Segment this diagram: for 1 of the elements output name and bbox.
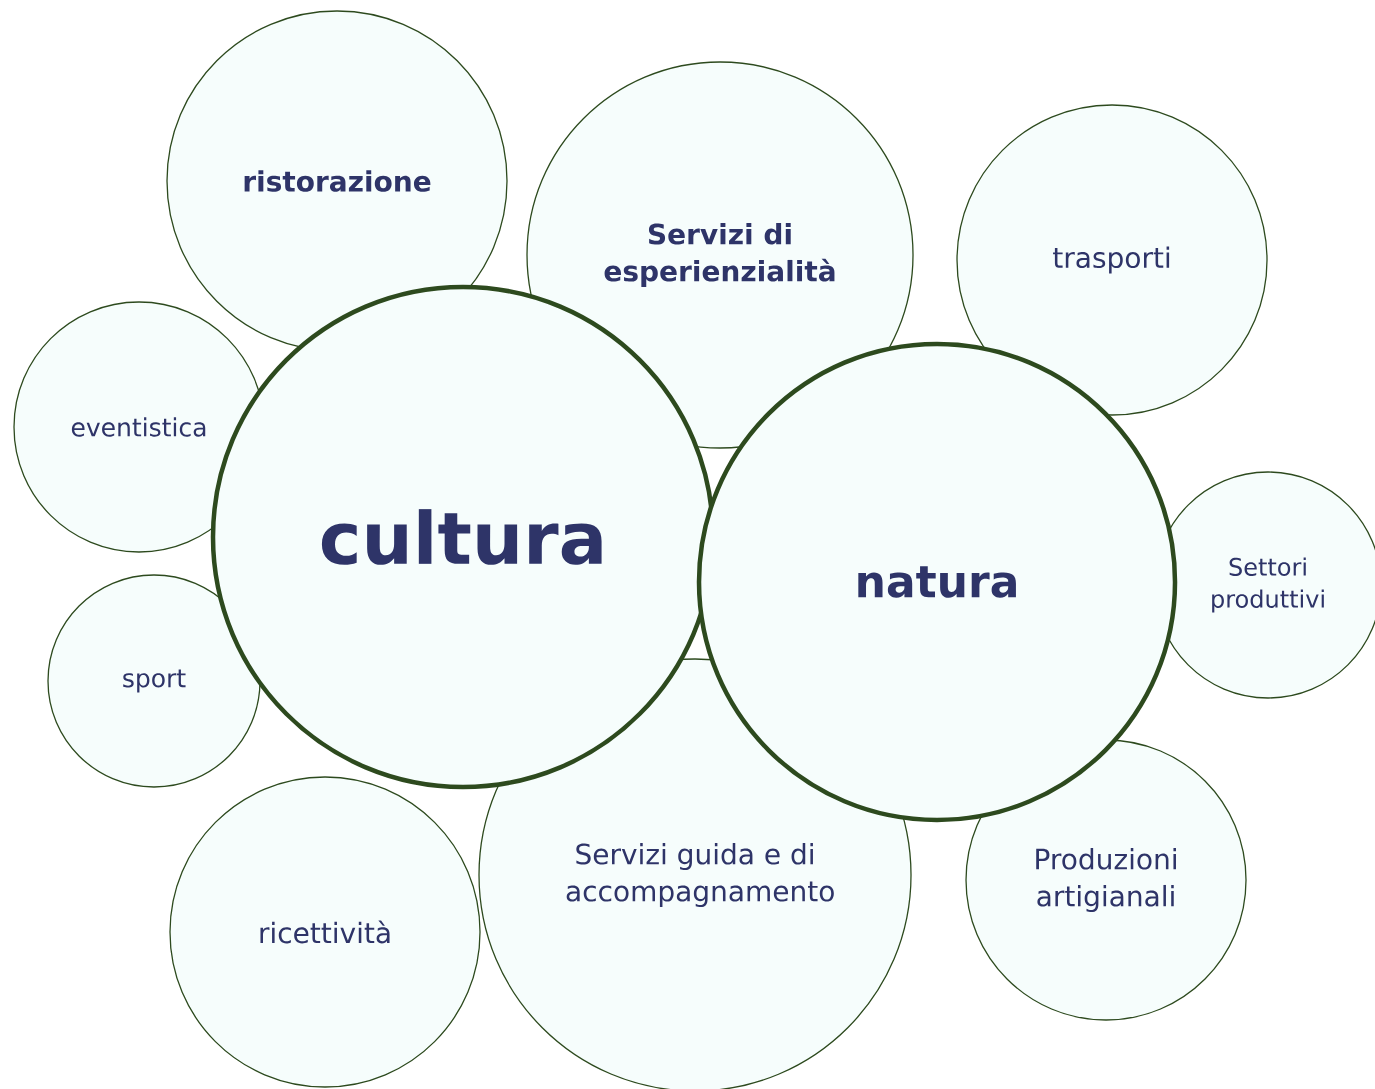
node-label: Servizi guida e di accompagnamento [566, 842, 834, 908]
